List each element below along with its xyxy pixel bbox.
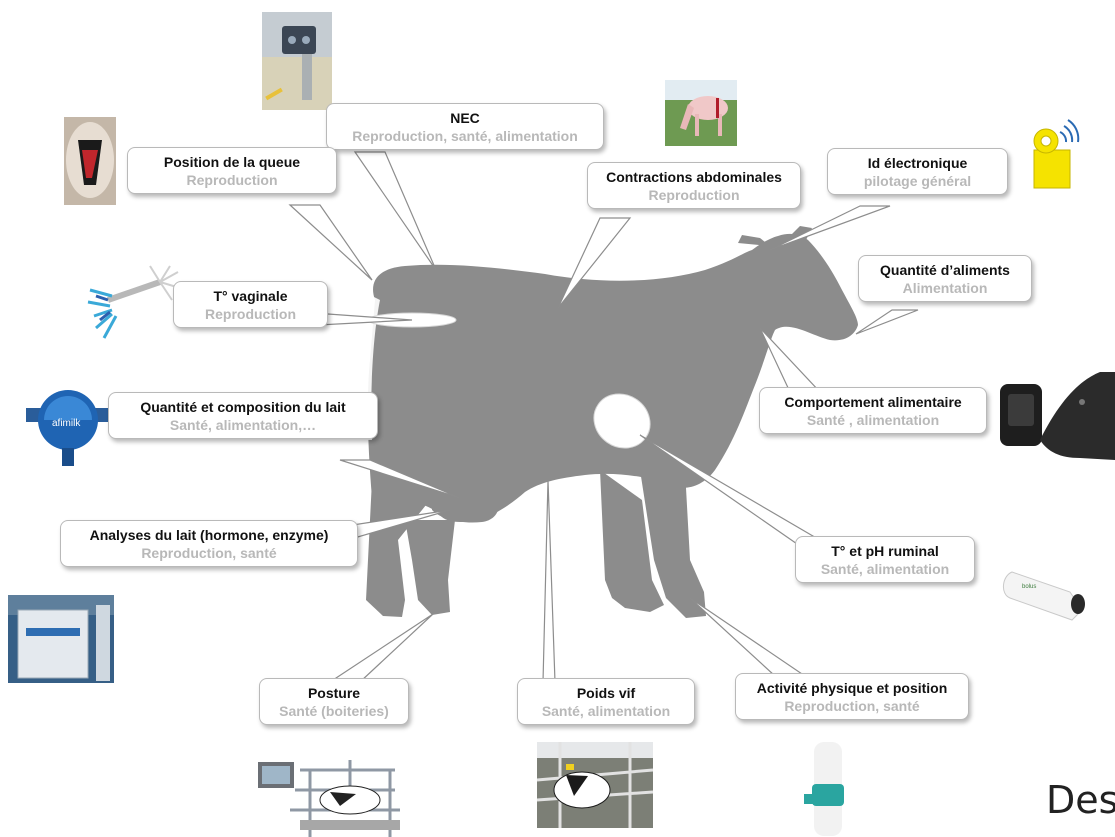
label-electronic-id: Id électronique pilotage général xyxy=(827,148,1008,195)
label-feed-quantity-title: Quantité d’aliments xyxy=(865,261,1025,279)
label-vaginal-temp-title: T° vaginale xyxy=(180,287,321,305)
afimilk-brand-text: afimilk xyxy=(52,418,81,429)
label-feed-quantity: Quantité d’aliments Alimentation xyxy=(858,255,1032,302)
label-tail-position: Position de la queue Reproduction xyxy=(127,147,337,194)
label-nec-sub: Reproduction, santé, alimentation xyxy=(333,127,597,145)
label-live-weight: Poids vif Santé, alimentation xyxy=(517,678,695,725)
label-milk-quantity: Quantité et composition du lait Santé, a… xyxy=(108,392,378,439)
label-electronic-id-title: Id électronique xyxy=(834,154,1001,172)
tail-poids xyxy=(543,480,555,682)
electronic-tag-image xyxy=(1034,120,1078,188)
label-live-weight-sub: Santé, alimentation xyxy=(524,702,688,720)
label-physical-activity-title: Activité physique et position xyxy=(742,679,962,697)
label-abdominal-contractions-sub: Reproduction xyxy=(594,186,794,204)
activity-collar-image xyxy=(804,742,844,836)
label-tail-position-title: Position de la queue xyxy=(134,153,330,171)
label-physical-activity: Activité physique et position Reproducti… xyxy=(735,673,969,720)
label-feeding-behavior: Comportement alimentaire Santé , aliment… xyxy=(759,387,987,434)
label-nec: NEC Reproduction, santé, alimentation xyxy=(326,103,604,150)
label-posture-sub: Santé (boiteries) xyxy=(266,702,402,720)
label-feeding-behavior-sub: Santé , alimentation xyxy=(766,411,980,429)
label-milk-analyses-sub: Reproduction, santé xyxy=(67,544,351,562)
tail-nec xyxy=(355,152,436,270)
label-rumen-ph: T° et pH ruminal Santé, alimentation xyxy=(795,536,975,583)
rumen-bolus-image: bolus xyxy=(1003,572,1085,620)
tail-compalim xyxy=(760,328,820,392)
label-rumen-ph-title: T° et pH ruminal xyxy=(802,542,968,560)
tail-queue xyxy=(290,205,372,280)
label-electronic-id-sub: pilotage général xyxy=(834,172,1001,190)
label-physical-activity-sub: Reproduction, santé xyxy=(742,697,962,715)
label-feed-quantity-sub: Alimentation xyxy=(865,279,1025,297)
field-cow-image xyxy=(665,80,737,146)
cow-ear xyxy=(738,235,770,246)
milk-analyzer-image xyxy=(8,595,114,683)
label-milk-quantity-title: Quantité et composition du lait xyxy=(115,398,371,416)
label-milk-quantity-sub: Santé, alimentation,… xyxy=(115,416,371,434)
tail-idelec xyxy=(770,206,890,250)
tail-qaliments xyxy=(856,310,918,334)
vaginal-probe-image xyxy=(88,266,180,338)
tail-activite xyxy=(690,598,805,676)
label-abdominal-contractions-title: Contractions abdominales xyxy=(594,168,794,186)
label-vaginal-temp-sub: Reproduction xyxy=(180,305,321,323)
svg-text:bolus: bolus xyxy=(1022,584,1036,590)
label-nec-title: NEC xyxy=(333,109,597,127)
label-posture-title: Posture xyxy=(266,684,402,702)
posture-stall-image xyxy=(258,760,400,837)
label-rumen-ph-sub: Santé, alimentation xyxy=(802,560,968,578)
label-feeding-behavior-title: Comportement alimentaire xyxy=(766,393,980,411)
label-abdominal-contractions: Contractions abdominales Reproduction xyxy=(587,162,801,209)
tail-sensor-image xyxy=(64,117,116,205)
label-posture: Posture Santé (boiteries) xyxy=(259,678,409,725)
weighing-image xyxy=(537,742,653,828)
label-live-weight-title: Poids vif xyxy=(524,684,688,702)
nec-camera-image xyxy=(262,12,332,110)
label-milk-analyses-title: Analyses du lait (hormone, enzyme) xyxy=(67,526,351,544)
feeding-behavior-image xyxy=(1000,372,1115,460)
label-milk-analyses: Analyses du lait (hormone, enzyme) Repro… xyxy=(60,520,358,567)
label-vaginal-temp: T° vaginale Reproduction xyxy=(173,281,328,328)
label-tail-position-sub: Reproduction xyxy=(134,171,330,189)
tail-posture xyxy=(330,614,433,682)
cow-hind-leg-2 xyxy=(405,520,455,615)
footer-text: Des xyxy=(1046,778,1115,822)
